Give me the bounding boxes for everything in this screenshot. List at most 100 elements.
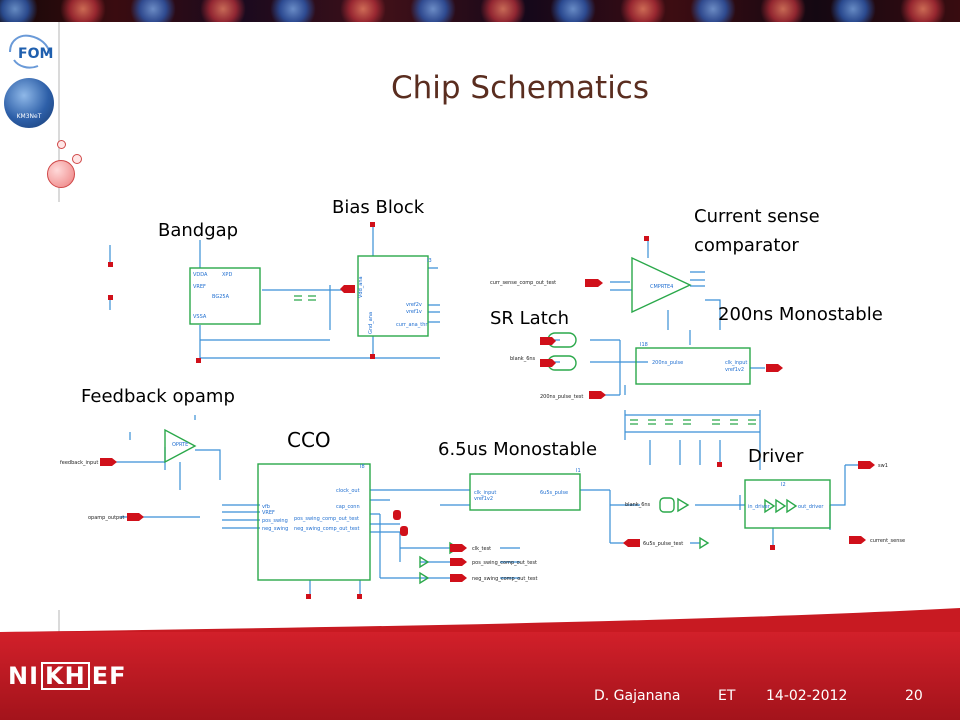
node-dot [196,358,201,363]
label-driver: Driver [748,446,804,467]
svg-text:vfb: vfb [262,504,270,510]
footer-date: 14-02-2012 [766,688,848,704]
block-texts: VDDA XPD VREF VSSA BG25A Vdd_ana Gnd_ana… [172,258,824,532]
bias-block [357,255,429,337]
driver-block [744,479,831,529]
top-banner [0,0,960,22]
bandgap-block [189,267,261,325]
svg-text:neg_swing_comp_out_test: neg_swing_comp_out_test [294,526,360,532]
svg-text:BG25A: BG25A [212,294,230,300]
svg-text:OPRTE: OPRTE [172,442,188,448]
footer-group: ET [718,688,736,704]
blocks [164,255,831,585]
svg-text:in_driver: in_driver [748,504,771,510]
banner-decoration [0,0,38,22]
svg-text:VREF: VREF [193,284,206,290]
svg-text:clk_input: clk_input [474,490,496,496]
banner-decoration [550,0,596,22]
svg-text:neg_swing_comp_out_test: neg_swing_comp_out_test [472,576,538,582]
svg-text:curr_sense_comp_out_test: curr_sense_comp_out_test [490,280,556,286]
svg-text:blank_6ns: blank_6ns [510,356,536,362]
banner-decoration [130,0,176,22]
banner-decoration [60,0,106,22]
mono-200ns-block [635,347,751,385]
km3net-logo-text: KM3NeT [16,113,42,120]
svg-text:clk_input: clk_input [725,360,747,366]
label-200ns-monostable: 200ns Monostable [718,304,883,325]
node-dot [644,236,649,241]
node-dot [370,354,375,359]
svg-text:curr_ana_thr: curr_ana_thr [396,322,428,328]
pin-marker [450,574,467,582]
svg-text:I2: I2 [781,482,786,488]
node-dot [717,462,722,467]
fom-logo: FOM [9,34,53,69]
node-dot [770,545,775,550]
buffer-symbol [419,555,430,569]
decorative-bubble [57,140,66,149]
svg-text:CMPRTE4: CMPRTE4 [650,284,673,290]
label-feedback-opamp: Feedback opamp [81,386,235,407]
pins [100,222,875,599]
svg-text:pos_swing: pos_swing [262,518,288,524]
opamp-symbol [164,428,197,464]
capacitors [294,295,756,425]
label-6-5us-monostable: 6.5us Monostable [438,439,598,460]
wires [109,222,860,594]
banner-decoration [270,0,316,22]
pin-marker [340,285,355,293]
buffer-symbol [775,498,787,514]
pin-marker [766,364,783,372]
svg-text:clk_test: clk_test [472,546,491,552]
svg-text:VSSA: VSSA [193,314,207,320]
pin-marker [858,461,875,469]
svg-text:6u5s_pulse: 6u5s_pulse [540,490,568,496]
svg-text:200ns_pulse: 200ns_pulse [652,360,683,366]
label-sr-latch: SR Latch [490,308,570,329]
node-dot [108,262,113,267]
svg-text:pos_swing_comp_out_test: pos_swing_comp_out_test [472,560,537,566]
logic-gate [659,497,675,513]
svg-text:neg_swing: neg_swing [262,526,288,532]
banner-decoration [900,0,946,22]
buffer-symbol [699,536,710,550]
pin-marker [450,544,467,552]
pin-marker [589,391,606,399]
svg-text:I1: I1 [576,468,581,474]
pin-marker [540,337,556,345]
svg-text:VDDA: VDDA [193,272,208,278]
svg-text:I3: I3 [427,258,432,264]
node-dot [370,222,375,227]
page-number: 20 [905,688,923,704]
svg-text:clock_out: clock_out [336,488,360,494]
pin-marker [450,558,467,566]
banner-decoration [200,0,246,22]
buffer-symbol [677,497,690,513]
mono-6-5us-block [469,473,581,511]
label-cco: CCO [287,428,331,452]
svg-text:XPD: XPD [222,272,232,278]
decorative-bubble [72,154,82,164]
banner-decoration [410,0,456,22]
svg-text:Vdd_ana: Vdd_ana [358,276,364,298]
svg-text:6u5s_pulse_test: 6u5s_pulse_test [643,541,683,547]
label-comparator: comparator [694,235,799,256]
km3net-logo: KM3NeT [4,78,54,128]
svg-text:feedback_input: feedback_input [60,460,98,466]
test-pad [393,510,401,520]
svg-text:vref1v2: vref1v2 [725,367,744,373]
svg-text:sw1: sw1 [878,463,888,469]
svg-text:I8: I8 [360,464,365,470]
pin-marker [585,279,603,287]
svg-text:cap_conn: cap_conn [336,504,360,510]
pin-marker [849,536,866,544]
buffer-symbol [786,498,798,514]
node-dot [108,295,113,300]
banner-decoration [830,0,876,22]
svg-text:vref2v: vref2v [406,302,422,308]
pin-marker [540,359,556,367]
svg-text:blank_6ns: blank_6ns [625,502,651,508]
footer-band [0,632,960,720]
svg-text:vref1v2: vref1v2 [474,496,493,502]
svg-text:vref1v: vref1v [406,309,422,315]
